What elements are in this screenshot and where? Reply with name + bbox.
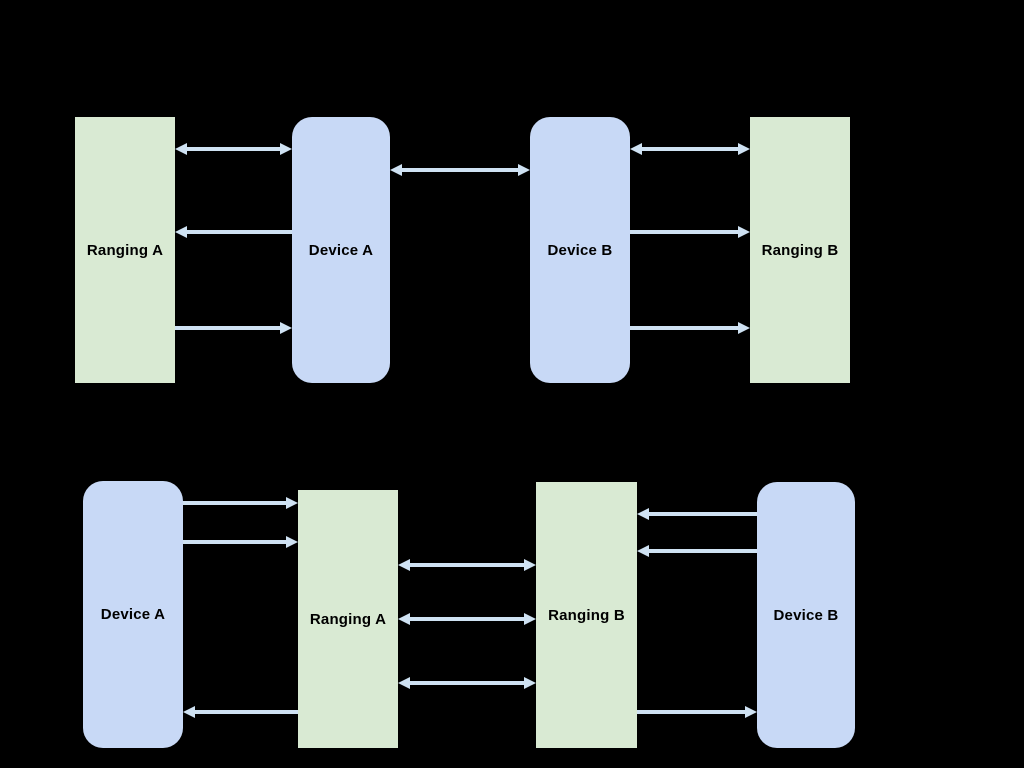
arrow-device-a-to-ranging-a-2-shaft xyxy=(183,540,288,544)
arrow-ranging-a-device-a-top-arrowhead-right-icon xyxy=(280,143,292,155)
arrow-ranging-a-ranging-b-2-arrowhead-left-icon xyxy=(398,613,410,625)
top-box-device-b: Device B xyxy=(530,117,630,383)
arrow-device-b-ranging-b-top xyxy=(630,141,750,157)
arrow-ranging-a-ranging-b-1-arrowhead-left-icon xyxy=(398,559,410,571)
arrow-device-a-device-b xyxy=(390,162,530,178)
bottom-box-device-b: Device B xyxy=(757,482,855,748)
arrow-ranging-a-ranging-b-3-arrowhead-left-icon xyxy=(398,677,410,689)
arrow-ranging-a-to-device-a-arrowhead-right-icon xyxy=(280,322,292,334)
arrow-ranging-a-ranging-b-1-arrowhead-right-icon xyxy=(524,559,536,571)
bottom-box-device-a-label: Device A xyxy=(100,606,166,623)
arrow-device-a-to-ranging-a-arrowhead-left-icon xyxy=(175,226,187,238)
arrow-device-a-device-b-shaft xyxy=(400,168,520,172)
arrow-device-b-to-ranging-b-2 xyxy=(637,543,757,559)
arrow-ranging-a-ranging-b-2-shaft xyxy=(408,617,526,621)
arrow-device-a-to-ranging-a-shaft xyxy=(185,230,292,234)
bottom-box-ranging-b: Ranging B xyxy=(536,482,637,748)
arrow-ranging-a-device-a-top xyxy=(175,141,292,157)
arrow-ranging-a-to-device-a-shaft xyxy=(175,326,282,330)
arrow-ranging-b-to-device-b-shaft xyxy=(637,710,747,714)
arrow-device-b-to-ranging-b-1-shaft xyxy=(647,512,757,516)
arrow-device-a-to-ranging-a-1-shaft xyxy=(183,501,288,505)
arrow-device-a-to-ranging-a-1 xyxy=(183,495,298,511)
arrow-device-b-to-ranging-b-2-shaft xyxy=(647,549,757,553)
arrow-device-b-ranging-b-top-arrowhead-left-icon xyxy=(630,143,642,155)
arrow-device-b-ranging-b-top-arrowhead-right-icon xyxy=(738,143,750,155)
arrow-ranging-a-ranging-b-3-arrowhead-right-icon xyxy=(524,677,536,689)
top-box-ranging-b-label: Ranging B xyxy=(761,241,839,259)
arrow-ranging-a-device-a-top-arrowhead-left-icon xyxy=(175,143,187,155)
top-box-device-b-label: Device B xyxy=(547,241,613,259)
arrow-device-a-to-ranging-a-2-arrowhead-right-icon xyxy=(286,536,298,548)
bottom-box-ranging-b-label: Ranging B xyxy=(548,606,625,624)
arrow-device-a-device-b-arrowhead-right-icon xyxy=(518,164,530,176)
arrow-ranging-a-ranging-b-1-shaft xyxy=(408,563,526,567)
top-box-ranging-a-label: Ranging A xyxy=(86,241,164,259)
top-box-ranging-b: Ranging B xyxy=(750,117,850,383)
arrow-device-b-to-ranging-b-mid-shaft xyxy=(630,230,740,234)
arrow-ranging-a-to-device-a-shaft xyxy=(193,710,298,714)
top-box-device-a-label: Device A xyxy=(308,241,374,259)
arrow-ranging-a-ranging-b-2-arrowhead-right-icon xyxy=(524,613,536,625)
arrow-device-b-to-ranging-b-bot-arrowhead-right-icon xyxy=(738,322,750,334)
arrow-ranging-a-device-a-top-shaft xyxy=(185,147,282,151)
bottom-box-device-a: Device A xyxy=(83,481,183,748)
bottom-box-device-b-label: Device B xyxy=(773,606,839,624)
arrow-ranging-a-ranging-b-3 xyxy=(398,675,536,691)
arrow-ranging-a-to-device-a-arrowhead-left-icon xyxy=(183,706,195,718)
arrow-ranging-a-ranging-b-1 xyxy=(398,557,536,573)
arrow-ranging-b-to-device-b-arrowhead-right-icon xyxy=(745,706,757,718)
arrow-device-b-to-ranging-b-mid-arrowhead-right-icon xyxy=(738,226,750,238)
arrow-ranging-a-to-device-a xyxy=(183,704,298,720)
arrow-ranging-a-to-device-a xyxy=(175,320,292,336)
arrow-device-a-to-ranging-a-2 xyxy=(183,534,298,550)
arrow-device-b-to-ranging-b-bot-shaft xyxy=(630,326,740,330)
arrow-device-a-device-b-arrowhead-left-icon xyxy=(390,164,402,176)
arrow-ranging-a-ranging-b-2 xyxy=(398,611,536,627)
arrow-ranging-b-to-device-b xyxy=(637,704,757,720)
top-box-device-a: Device A xyxy=(292,117,390,383)
arrow-device-b-to-ranging-b-1 xyxy=(637,506,757,522)
arrow-device-a-to-ranging-a-1-arrowhead-right-icon xyxy=(286,497,298,509)
arrow-device-a-to-ranging-a xyxy=(175,224,292,240)
arrow-device-b-to-ranging-b-2-arrowhead-left-icon xyxy=(637,545,649,557)
arrow-device-b-to-ranging-b-1-arrowhead-left-icon xyxy=(637,508,649,520)
top-box-ranging-a: Ranging A xyxy=(75,117,175,383)
arrow-device-b-to-ranging-b-bot xyxy=(630,320,750,336)
bottom-box-ranging-a: Ranging A xyxy=(298,490,398,748)
arrow-device-b-to-ranging-b-mid xyxy=(630,224,750,240)
arrow-device-b-ranging-b-top-shaft xyxy=(640,147,740,151)
bottom-box-ranging-a-label: Ranging A xyxy=(309,610,387,628)
arrow-ranging-a-ranging-b-3-shaft xyxy=(408,681,526,685)
